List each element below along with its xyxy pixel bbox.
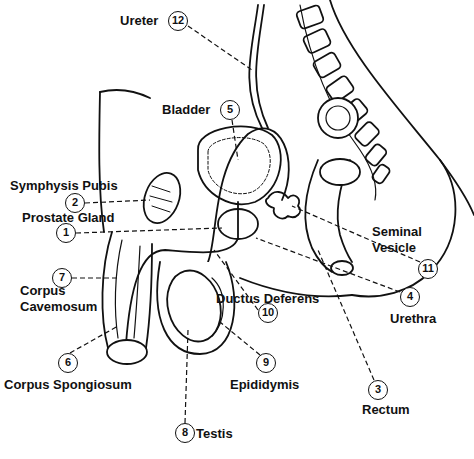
part-label: Testis — [196, 426, 233, 442]
bladder — [198, 126, 281, 204]
anus — [331, 261, 353, 275]
corpus-spongiosum — [134, 246, 140, 338]
callout-number: 3 — [368, 380, 388, 400]
callout-number: 4 — [400, 287, 420, 307]
callout-number: 1 — [56, 223, 76, 243]
ductus-deferens — [208, 128, 289, 262]
leader-line — [76, 228, 222, 233]
bone-hatch — [150, 186, 172, 212]
ureter — [256, 5, 268, 128]
colon-loop — [318, 98, 358, 138]
part-label: Corpus Spongiosum — [4, 377, 132, 393]
part-label: Epididymis — [230, 377, 299, 393]
spine — [296, 4, 391, 184]
glans — [107, 340, 147, 364]
callout-number: 8 — [175, 423, 195, 443]
leader-lines — [70, 26, 420, 423]
part-label: Urethra — [390, 311, 436, 327]
corpus-cavernosum — [115, 240, 122, 338]
penis-outline — [102, 232, 112, 348]
scrotum — [157, 262, 234, 354]
leader-line — [318, 250, 374, 380]
penis-outline — [146, 244, 152, 348]
callout-number: 12 — [168, 11, 188, 31]
bladder-wall — [208, 138, 270, 194]
callout-number: 5 — [220, 100, 240, 120]
epididymis — [212, 278, 223, 336]
spinal-canal — [300, 5, 376, 200]
symphysis-pubis — [137, 168, 187, 228]
body-outline — [330, 0, 455, 296]
leader-line — [72, 277, 118, 278]
rectum-lumen — [320, 159, 360, 185]
part-label: Bladder — [162, 102, 210, 118]
callout-number: 11 — [418, 259, 438, 279]
callout-number: 9 — [256, 353, 276, 373]
part-label: Corpus Cavemosum — [20, 283, 100, 315]
part-label: Seminal Vesicle — [372, 224, 434, 256]
leader-line — [70, 326, 118, 353]
part-label: Ureter — [120, 13, 158, 29]
leader-line — [188, 26, 252, 70]
colon-loop — [326, 106, 350, 130]
leader-line — [220, 322, 260, 355]
leader-line — [85, 200, 150, 203]
body-outline — [440, 160, 474, 215]
body-outline — [100, 90, 150, 98]
leader-line — [232, 120, 238, 160]
part-label: Symphysis Pubis — [10, 178, 118, 194]
part-label: Rectum — [362, 402, 410, 418]
leader-line — [185, 330, 188, 423]
callout-number: 6 — [58, 353, 78, 373]
callout-number: 10 — [258, 303, 278, 323]
